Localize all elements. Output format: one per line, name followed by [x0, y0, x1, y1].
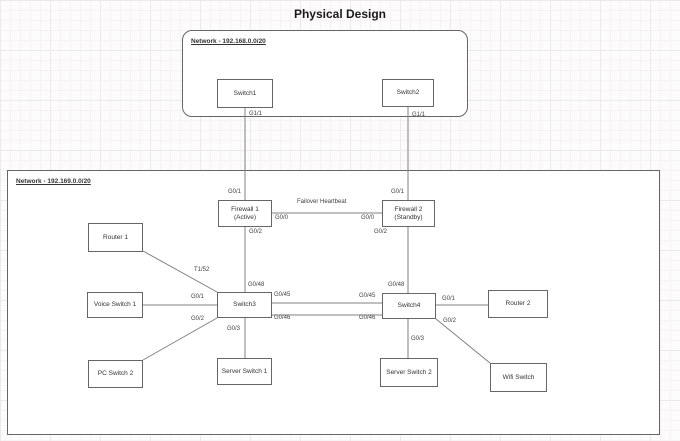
node-pc-switch2[interactable]: PC Switch 2	[88, 360, 143, 388]
node-voice-switch1-label: Voice Switch 1	[93, 301, 137, 308]
link-pcswitch2-switch3[interactable]	[142, 317, 218, 361]
port-label-switch4-g0-46: G0/46	[359, 315, 376, 321]
node-switch1[interactable]: Switch1	[217, 79, 273, 108]
node-firewall2-state: (Standby)	[394, 213, 423, 221]
node-server-switch1-label: Server Switch 1	[221, 367, 268, 375]
port-label-firewall2-g0-1: G0/1	[391, 189, 405, 195]
diagram-title: Physical Design	[293, 7, 387, 21]
port-label-firewall1-g0-1: G0/1	[228, 189, 242, 195]
node-wifi-switch-label: Wifi Switch	[502, 373, 535, 381]
port-label-firewall1-g0-2: G0/2	[249, 229, 263, 235]
port-label-switch3-g0-3: G0/3	[227, 326, 241, 332]
node-server-switch2-label: Server Switch 2	[386, 368, 432, 376]
node-switch2[interactable]: Switch2	[382, 79, 434, 107]
node-firewall1[interactable]: Firewall 1 (Active)	[218, 200, 272, 227]
node-router2-label: Router 2	[505, 300, 531, 307]
node-firewall2-name: Firewall 2	[394, 205, 423, 213]
port-label-firewall2-g0-2: G0/2	[374, 229, 388, 235]
port-label-switch3-g0-45: G0/45	[274, 292, 291, 298]
node-switch4[interactable]: Switch4	[382, 293, 436, 319]
node-server-switch2[interactable]: Server Switch 2	[380, 358, 438, 387]
node-switch3-label: Switch3	[233, 301, 256, 308]
node-switch2-label: Switch2	[396, 89, 420, 96]
node-wifi-switch[interactable]: Wifi Switch	[490, 363, 547, 392]
node-router1[interactable]: Router 1	[88, 223, 143, 252]
port-label-firewall1-g0-0: G0/0	[275, 215, 289, 221]
port-label-switch3-g0-2: G0/2	[191, 316, 205, 322]
port-label-switch3-g0-1: G0/1	[191, 294, 205, 300]
port-label-switch4-g0-48: G0/48	[388, 282, 405, 288]
node-switch1-label: Switch1	[233, 89, 257, 97]
link-label-failover-heartbeat: Failover Heartbeat	[297, 199, 347, 205]
port-label-switch4-g0-1: G0/1	[442, 296, 456, 302]
node-firewall2[interactable]: Firewall 2 (Standby)	[382, 200, 435, 227]
node-router1-label: Router 1	[103, 233, 128, 241]
port-label-firewall2-g0-0: G0/0	[361, 215, 375, 221]
node-pc-switch2-label: PC Switch 2	[97, 370, 134, 377]
port-label-switch3-t1-52: T1/52	[194, 267, 210, 273]
node-server-switch1[interactable]: Server Switch 1	[217, 358, 272, 385]
link-router1-switch3[interactable]	[142, 250, 218, 293]
node-switch4-label: Switch4	[397, 302, 421, 309]
port-label-switch3-g0-46: G0/46	[274, 315, 291, 321]
node-firewall1-state: (Active)	[233, 213, 257, 221]
port-label-switch2-g1-1: G1/1	[412, 112, 426, 118]
port-label-switch4-g0-45: G0/45	[359, 293, 376, 299]
port-label-switch4-g0-3: G0/3	[411, 336, 425, 342]
node-router2[interactable]: Router 2	[488, 290, 548, 318]
network-label-outside: Network - 192.168.0.0/20	[191, 38, 266, 45]
port-label-switch1-g1-1: G1/1	[249, 111, 263, 117]
network-label-inside: Network - 192.169.0.0/20	[16, 178, 91, 185]
node-switch3[interactable]: Switch3	[217, 292, 272, 318]
port-label-switch4-g0-2: G0/2	[443, 318, 457, 324]
port-label-switch3-g0-48: G0/48	[248, 282, 265, 288]
node-firewall1-name: Firewall 1	[231, 205, 259, 213]
link-switch4-wifiswitch[interactable]	[435, 318, 491, 364]
node-voice-switch1[interactable]: Voice Switch 1	[87, 292, 143, 318]
